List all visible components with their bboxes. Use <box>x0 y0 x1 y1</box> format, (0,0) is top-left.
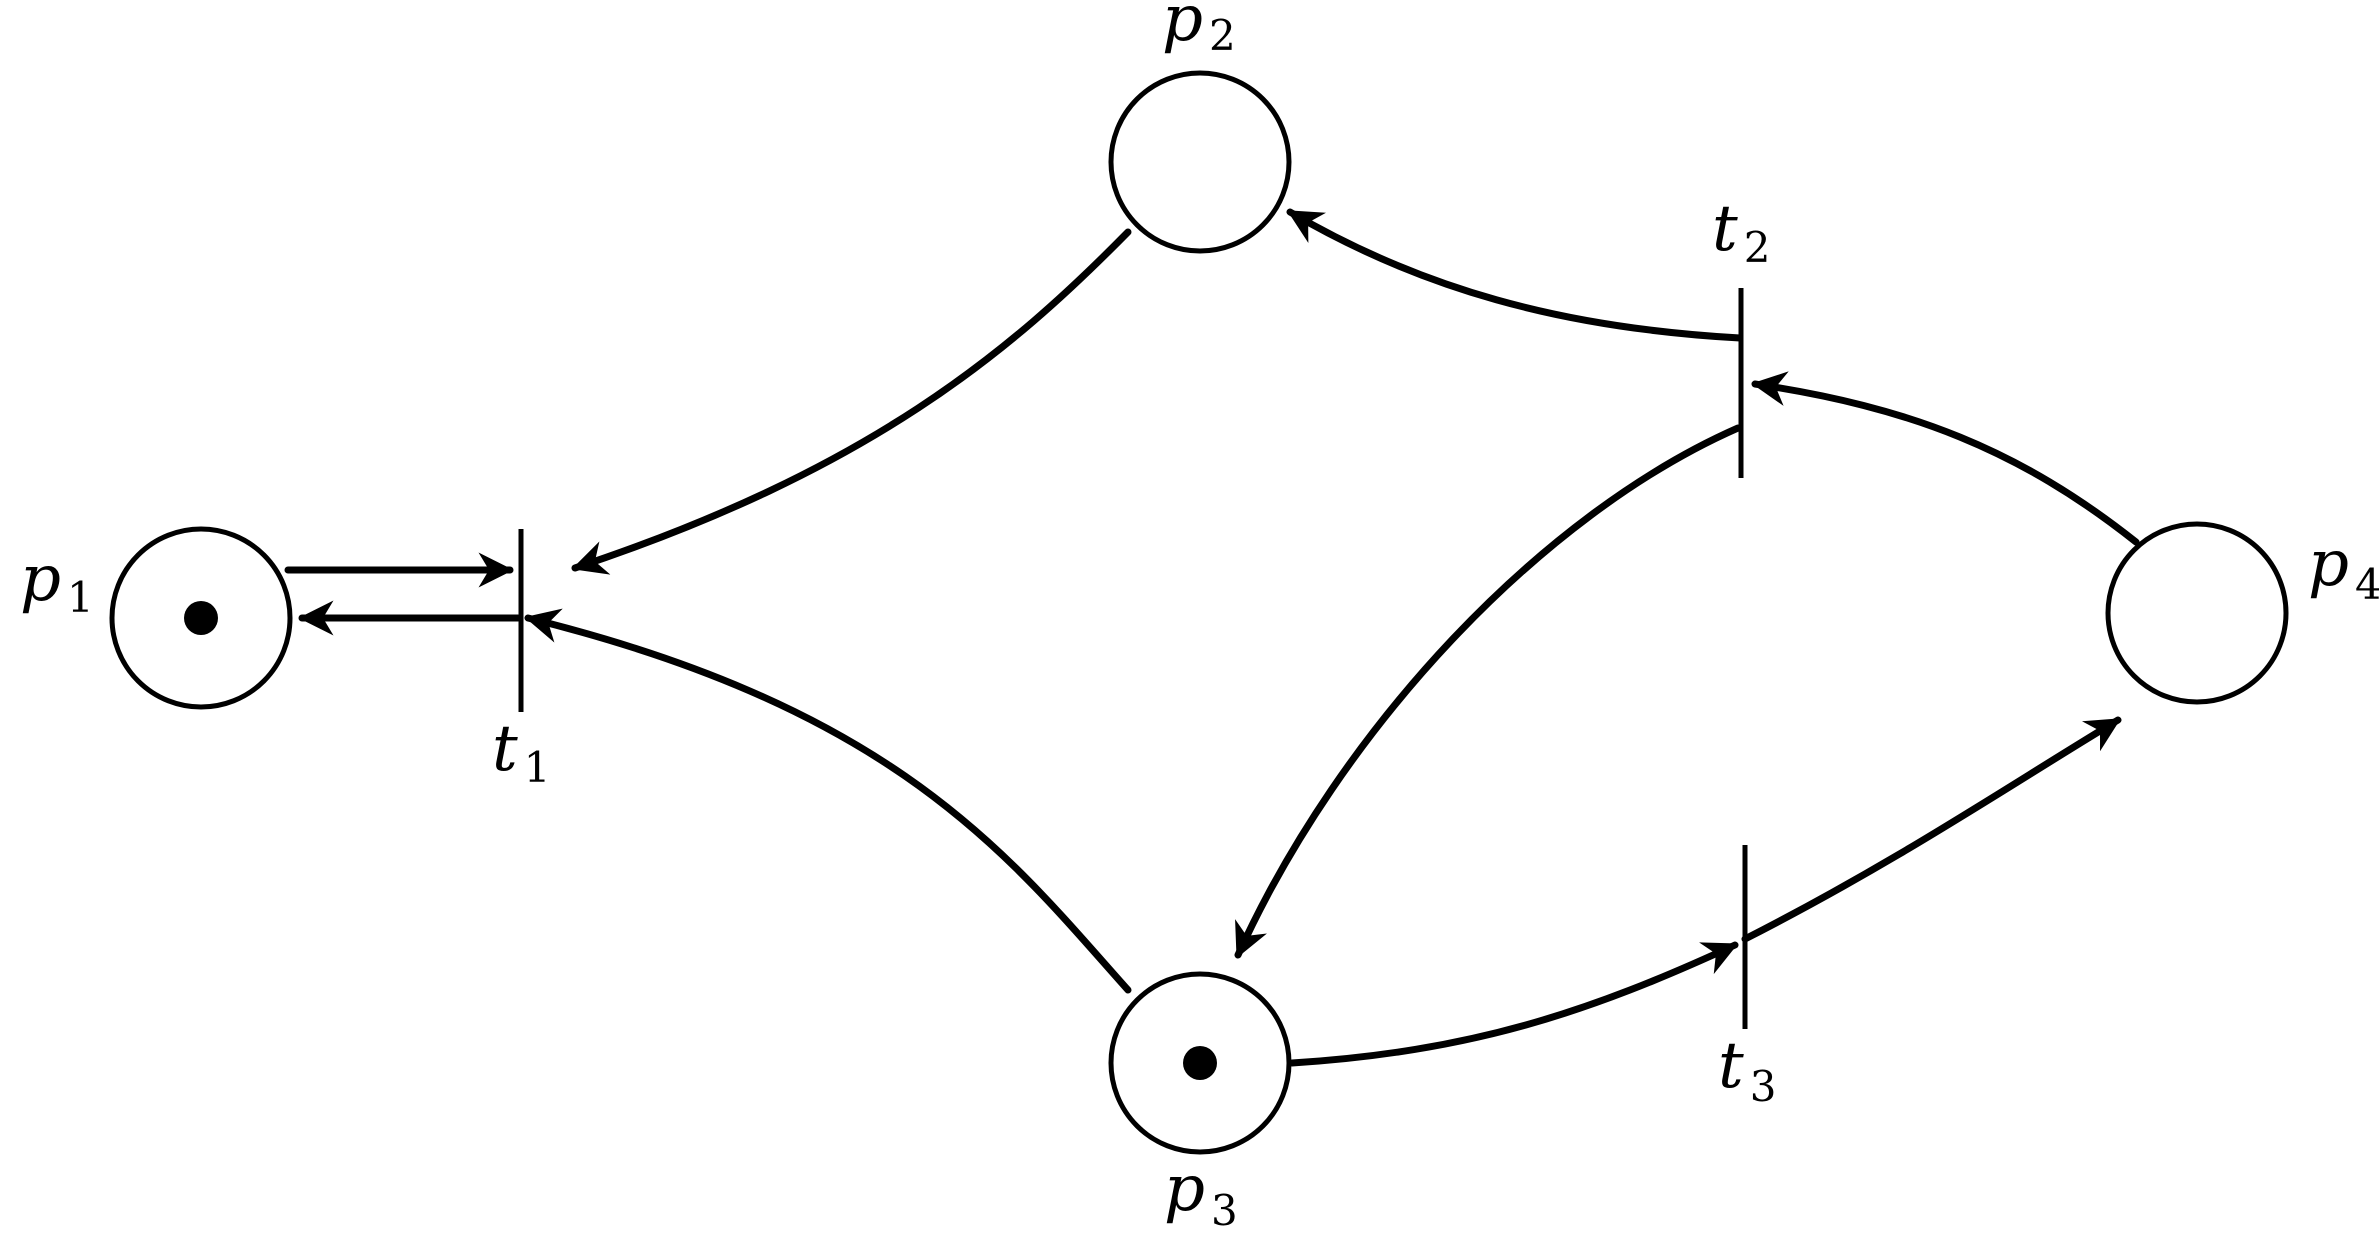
place-p2 <box>1108 70 1292 254</box>
arc-p2-to-t1 <box>571 228 1132 575</box>
arc-p3-to-t1 <box>524 608 1132 994</box>
arc-t3-to-p4 <box>1741 716 2122 943</box>
arc-p4-to-t2 <box>1751 371 2140 546</box>
place-p1 <box>109 526 293 710</box>
arc-t2-to-p2 <box>1286 208 1744 342</box>
place-p4 <box>2105 521 2289 705</box>
token-p3 <box>1183 1046 1217 1080</box>
arc-p3-to-t3 <box>1288 941 1739 1067</box>
place-p3 <box>1108 971 1292 1155</box>
arc-t2-to-p3 <box>1234 424 1742 959</box>
token-p1 <box>184 601 218 635</box>
